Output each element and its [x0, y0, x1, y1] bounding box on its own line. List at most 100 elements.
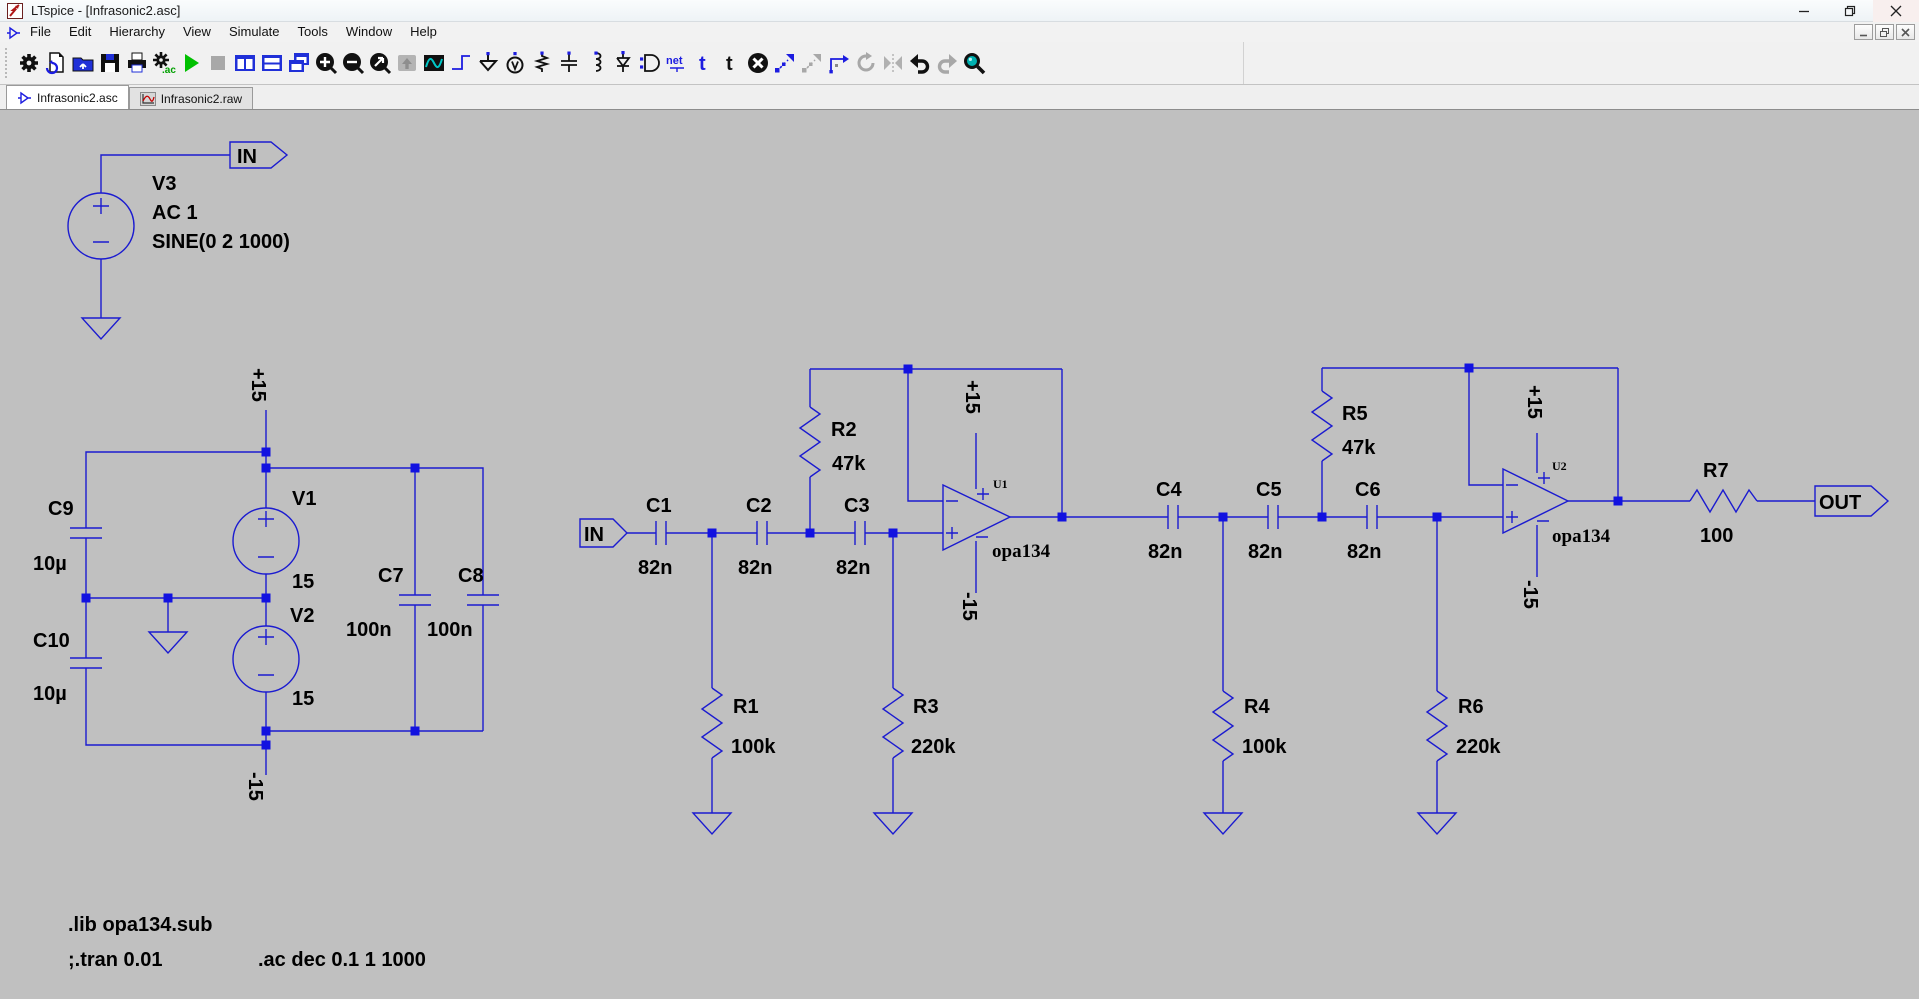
- close-button[interactable]: [1873, 0, 1919, 22]
- menu-help[interactable]: Help: [410, 24, 437, 39]
- window-title: LTspice - [Infrasonic2.asc]: [31, 3, 181, 18]
- resistor-symbols[interactable]: [700, 390, 1758, 762]
- label-v2-name: V2: [290, 605, 314, 627]
- spice-text-button[interactable]: t: [717, 43, 744, 83]
- svg-text:t: t: [726, 53, 733, 75]
- schematic-canvas[interactable]: IN IN OUT +15 -15 +15 -15 +15 -15 V3 AC …: [0, 110, 1919, 999]
- svg-text:net: net: [666, 55, 683, 67]
- voltage-source-v2[interactable]: [232, 625, 300, 693]
- mirror-button[interactable]: [879, 43, 906, 83]
- print-button[interactable]: [123, 43, 150, 83]
- label-net-icon: [506, 52, 523, 74]
- label-r6-value: 220k: [1456, 736, 1501, 758]
- net-flags[interactable]: IN IN OUT: [229, 141, 1890, 548]
- component-labels[interactable]: V3 AC 1 SINE(0 2 1000) V1 15 V2 15 C9 10…: [33, 173, 1733, 758]
- net-name-button[interactable]: net: [663, 43, 690, 83]
- cascade-button[interactable]: [285, 43, 312, 83]
- open-button[interactable]: [69, 43, 96, 83]
- inductor-button[interactable]: [582, 43, 609, 83]
- label-c6-name: C6: [1355, 479, 1381, 501]
- spice-directives[interactable]: .lib opa134.sub ;.tran 0.01 .ac dec 0.1 …: [68, 914, 426, 971]
- opamp-u2[interactable]: [1502, 467, 1570, 535]
- wires[interactable]: [85, 154, 1815, 813]
- redo-icon: [937, 54, 957, 74]
- label-r7-value: 100: [1700, 525, 1733, 547]
- junction-dots: [81, 363, 1623, 750]
- tab-schematic[interactable]: Infrasonic2.asc: [6, 85, 129, 109]
- delete-icon: [747, 53, 768, 73]
- tile-vertical-icon: [234, 55, 255, 71]
- label-c1-name: C1: [646, 495, 672, 517]
- edit-simulation-button[interactable]: .ac: [150, 43, 177, 83]
- drag-icon: [828, 55, 849, 74]
- menu-file[interactable]: File: [30, 24, 51, 39]
- run-button[interactable]: [177, 43, 204, 83]
- flag-out: OUT: [1819, 492, 1861, 514]
- schematic-icon: [18, 91, 31, 105]
- minimize-button[interactable]: [1781, 0, 1827, 22]
- control-panel-button[interactable]: [15, 43, 42, 83]
- rail-labels[interactable]: +15 -15 +15 -15 +15 -15: [244, 368, 1545, 801]
- label-c3-value: 82n: [836, 557, 870, 579]
- tab-waveform-label: Infrasonic2.raw: [160, 91, 243, 106]
- find-button[interactable]: [960, 43, 987, 83]
- zoom-fit-button[interactable]: [366, 43, 393, 83]
- zoom-back-button[interactable]: [393, 43, 420, 83]
- mdi-restore-button[interactable]: [1875, 24, 1894, 40]
- ground-symbols[interactable]: [80, 317, 1458, 836]
- opamp-u1[interactable]: [942, 483, 1012, 552]
- ground-button[interactable]: [474, 43, 501, 83]
- paste-button[interactable]: [798, 43, 825, 83]
- waveform-button[interactable]: [420, 43, 447, 83]
- menu-bar: File Edit Hierarchy View Simulate Tools …: [0, 22, 1919, 42]
- gear-icon: [19, 54, 38, 72]
- new-schematic-button[interactable]: [42, 43, 69, 83]
- copy-button[interactable]: [771, 43, 798, 83]
- redo-button[interactable]: [933, 43, 960, 83]
- label-u2-name: U2: [1552, 459, 1567, 473]
- component-button[interactable]: [636, 43, 663, 83]
- mdi-window-buttons: [1854, 24, 1915, 40]
- mdi-minimize-button[interactable]: [1854, 24, 1873, 40]
- menu-tools[interactable]: Tools: [297, 24, 328, 39]
- text-label-icon: t: [699, 53, 706, 75]
- tile-vertical-button[interactable]: [231, 43, 258, 83]
- restore-button[interactable]: [1827, 0, 1873, 22]
- mdi-close-icon: [1901, 27, 1910, 37]
- capacitor-button[interactable]: [555, 43, 582, 83]
- menu-edit[interactable]: Edit: [68, 24, 92, 39]
- capacitor-symbols[interactable]: [70, 505, 1378, 669]
- zoom-out-button[interactable]: [339, 43, 366, 83]
- undo-button[interactable]: [906, 43, 933, 83]
- toolbar-grip[interactable]: [5, 48, 11, 78]
- wire-button[interactable]: [447, 43, 474, 83]
- label-c7-name: C7: [378, 565, 404, 587]
- title-bar[interactable]: LTspice - [Infrasonic2.asc]: [0, 0, 1919, 22]
- tab-schematic-label: Infrasonic2.asc: [37, 90, 118, 105]
- save-button[interactable]: [96, 43, 123, 83]
- delete-button[interactable]: [744, 43, 771, 83]
- rotate-button[interactable]: [852, 43, 879, 83]
- mdi-close-button[interactable]: [1896, 24, 1915, 40]
- label-net-button[interactable]: [501, 43, 528, 83]
- diode-button[interactable]: [609, 43, 636, 83]
- resistor-button[interactable]: [528, 43, 555, 83]
- rail-u1-minus15: -15: [958, 592, 980, 621]
- label-r5-value: 47k: [1342, 437, 1376, 459]
- run-icon: [184, 54, 199, 72]
- tab-waveform[interactable]: Infrasonic2.raw: [128, 87, 254, 109]
- voltage-source-v3[interactable]: [67, 192, 135, 260]
- drag-button[interactable]: [825, 43, 852, 83]
- menu-simulate[interactable]: Simulate: [228, 24, 280, 39]
- rail-supply-plus15: +15: [247, 368, 269, 402]
- menu-window[interactable]: Window: [345, 24, 393, 39]
- text-label-button[interactable]: t: [690, 43, 717, 83]
- menu-view[interactable]: View: [182, 24, 211, 39]
- halt-button[interactable]: [204, 43, 231, 83]
- voltage-source-v1[interactable]: [232, 507, 300, 575]
- menu-hierarchy[interactable]: Hierarchy: [109, 24, 165, 39]
- tile-horizontal-button[interactable]: [258, 43, 285, 83]
- zoom-in-button[interactable]: [312, 43, 339, 83]
- label-c6-value: 82n: [1347, 541, 1381, 563]
- label-c4-name: C4: [1156, 479, 1182, 501]
